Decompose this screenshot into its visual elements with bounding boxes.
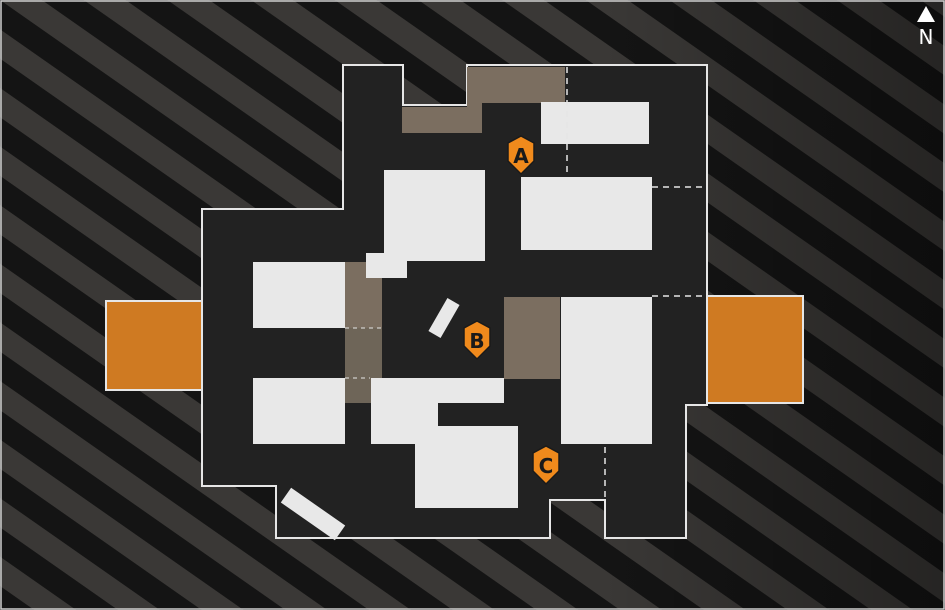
marker-pin-icon [532,445,560,486]
objective-marker-c[interactable]: C [532,445,560,486]
north-label: N [919,25,934,49]
objective-label-c: C [539,454,554,478]
north-compass: N [917,6,935,49]
building-east [561,297,652,444]
building-west-upper [253,262,345,328]
objective-label-a: A [513,144,529,168]
west-spawn-zone[interactable] [105,300,203,391]
marker-pin-icon [507,135,535,176]
building-north-center-annex [366,253,407,278]
south-west-crate [280,487,346,541]
center-cover-block [504,297,560,379]
marker-pin-icon [463,320,491,361]
objective-marker-a[interactable]: A [507,135,535,176]
north-cover-wall [402,67,565,133]
objective-marker-b[interactable]: B [463,320,491,361]
building-north-east [521,177,652,250]
building-west-lower [253,378,345,444]
north-arrow-icon [917,6,935,22]
building-north-east-top [541,102,649,144]
east-spawn-zone[interactable] [706,295,804,404]
center-crate [428,298,460,338]
building-south-center [371,378,518,508]
building-north-center [384,170,485,261]
objective-label-b: B [469,329,484,353]
